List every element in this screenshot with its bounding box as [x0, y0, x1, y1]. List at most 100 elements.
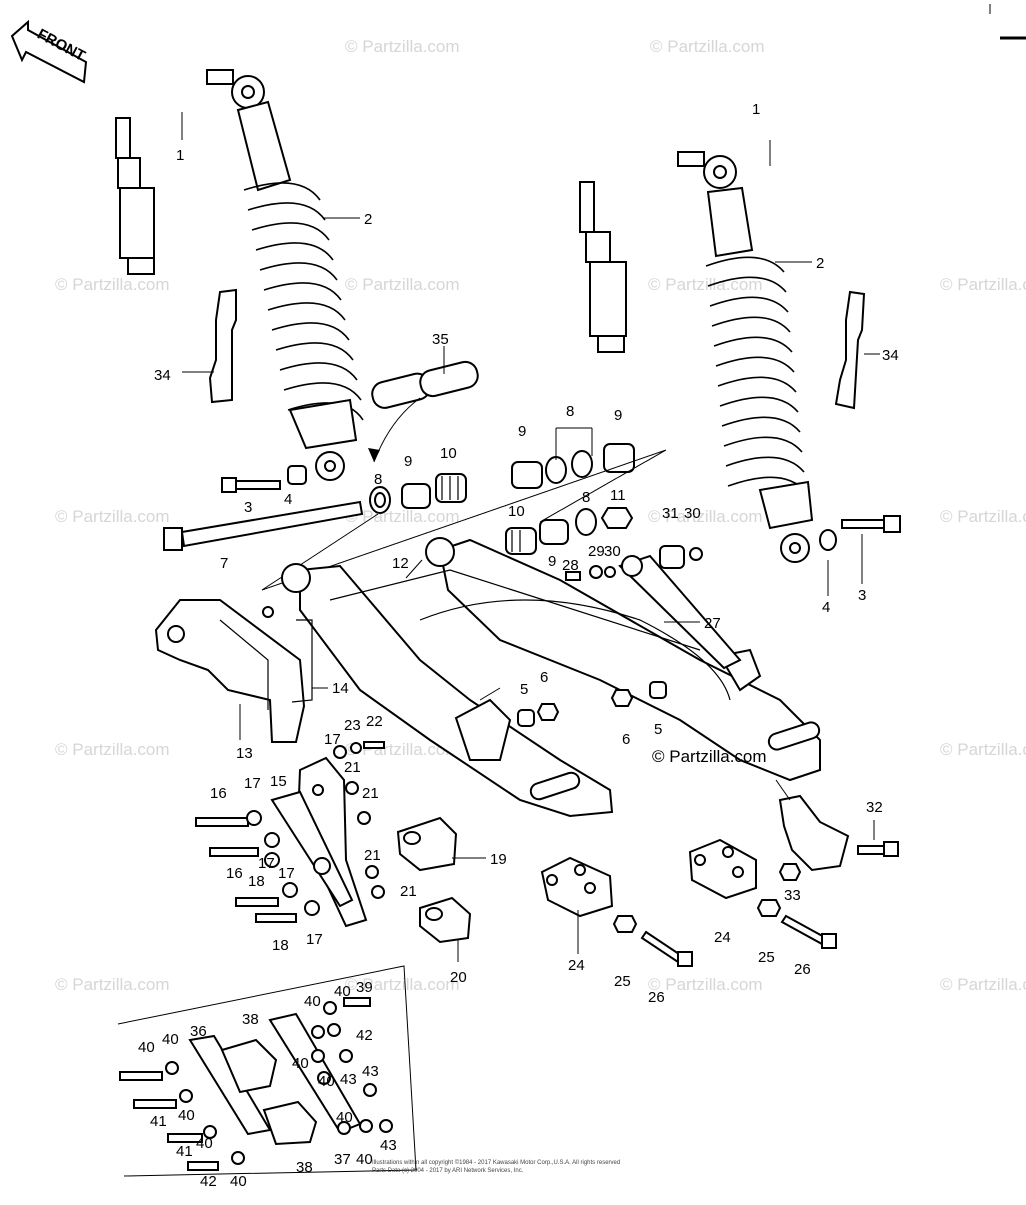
callout-label: 19 [490, 851, 507, 868]
callout-label: 13 [236, 745, 253, 762]
callout-label: 40 [356, 1151, 373, 1168]
watermarks: © Partzilla.com © Partzilla.com © Partzi… [55, 37, 1026, 994]
callout-label: 24 [714, 929, 731, 946]
callout-label: 17 [324, 731, 341, 748]
callout-label: 34 [154, 367, 171, 384]
front-arrow: FRONT [10, 19, 88, 84]
callout-label: 25 [614, 973, 631, 990]
callout-label: 4 [284, 491, 292, 508]
chain-guard-13 [154, 599, 306, 743]
collar-35 [368, 360, 479, 463]
shock-absorber-right [579, 128, 814, 563]
callout-label: 9 [518, 423, 526, 440]
callout-label: 34 [882, 347, 899, 364]
callout-label: 16 [226, 865, 243, 882]
callout-label: 3 [858, 587, 866, 604]
callout-label: 35 [432, 331, 449, 348]
callout-label: 40 [318, 1073, 335, 1090]
torque-link-27 [565, 545, 742, 670]
strap-left [208, 288, 237, 404]
watermark: © Partzilla.com [345, 37, 460, 56]
callout-label: 6 [540, 669, 548, 686]
watermark: © Partzilla.com [345, 975, 460, 994]
callout-label: 21 [400, 883, 417, 900]
watermark: © Partzilla.com [940, 275, 1026, 294]
callout-label: 1 [176, 147, 184, 164]
callout-label: 40 [304, 993, 321, 1010]
copyright-line: Illustrations within all copyright ©1984… [372, 1159, 620, 1166]
callout-label: 41 [150, 1113, 167, 1130]
front-arrow-icon [10, 19, 88, 84]
callout-label: 17 [244, 775, 261, 792]
callout-label: 17 [258, 855, 275, 872]
callout-label: 16 [210, 785, 227, 802]
callout-label: 40 [230, 1173, 247, 1190]
callout-label: 43 [380, 1137, 397, 1154]
callout-label: 6 [622, 731, 630, 748]
pivot-shaft-7 [163, 500, 364, 551]
shock-absorber-left [115, 69, 364, 481]
callout-label: 10 [440, 445, 457, 462]
bolt-3-left [221, 477, 281, 493]
nut-6 [610, 689, 634, 707]
block-20 [419, 896, 472, 944]
callout-label: 12 [392, 555, 409, 572]
callout-label: 18 [272, 937, 289, 954]
adjuster-24-left [540, 856, 614, 918]
callout-label: 28 [562, 557, 579, 574]
callout-label: 33 [784, 887, 801, 904]
callout-label: 27 [704, 615, 721, 632]
callout-label: 42 [200, 1173, 217, 1190]
bearing-cluster-left [369, 473, 467, 514]
callout-label: 32 [866, 799, 883, 816]
adjuster-24-right [688, 838, 757, 900]
callout-label: 43 [362, 1063, 379, 1080]
callout-label: 40 [336, 1109, 353, 1126]
inset-parts [119, 997, 393, 1171]
nut-33 [778, 863, 802, 881]
watermark: © Partzilla.com [55, 507, 170, 526]
watermark: © Partzilla.com [345, 275, 460, 294]
swingarm [281, 537, 821, 818]
callout-labels: 1 1 2 2 3 3 4 4 5 5 6 6 7 8 8 8 9 9 9 9 … [138, 101, 899, 1190]
nut [262, 606, 274, 618]
callout-label: 8 [582, 489, 590, 506]
fasteners-left [195, 741, 385, 923]
collar-5 [517, 709, 535, 727]
callout-label: 10 [508, 503, 525, 520]
leader-lines [181, 112, 880, 962]
callout-label: 40 [292, 1055, 309, 1072]
nut-25 [756, 899, 782, 917]
callout-label: 17 [278, 865, 295, 882]
watermark: © Partzilla.com [55, 975, 170, 994]
watermark: © Partzilla.com [940, 740, 1026, 759]
callout-label: 29 [588, 543, 605, 560]
watermark: © Partzilla.com [55, 275, 170, 294]
callout-label: 40 [178, 1107, 195, 1124]
callout-label: 17 [306, 931, 323, 948]
callout-label: 21 [344, 759, 361, 776]
callout-label: 11 [610, 487, 626, 504]
copyright-line: Parts Data (c) 2004 - 2017 by ARI Networ… [372, 1168, 524, 1174]
bearing-cluster-upper [505, 443, 635, 555]
callout-label: 9 [548, 553, 556, 570]
callout-label: 21 [364, 847, 381, 864]
callout-label: 36 [190, 1023, 207, 1040]
callout-label: 37 [334, 1151, 351, 1168]
callout-label: 22 [366, 713, 383, 730]
callout-label: 25 [758, 949, 775, 966]
watermark: © Partzilla.com [650, 37, 765, 56]
callout-label: 5 [654, 721, 662, 738]
callout-label: 43 [340, 1071, 357, 1088]
callout-label: 39 [356, 979, 373, 996]
callout-label: 5 [520, 681, 528, 698]
collar-5 [649, 681, 667, 699]
callout-label: 30 [684, 505, 701, 522]
callout-label: 38 [296, 1159, 313, 1176]
bolt-26 [780, 914, 837, 949]
callout-label: 26 [794, 961, 811, 978]
callout-label: 8 [374, 471, 382, 488]
callout-label: 4 [822, 599, 830, 616]
watermark: © Partzilla.com [648, 507, 763, 526]
